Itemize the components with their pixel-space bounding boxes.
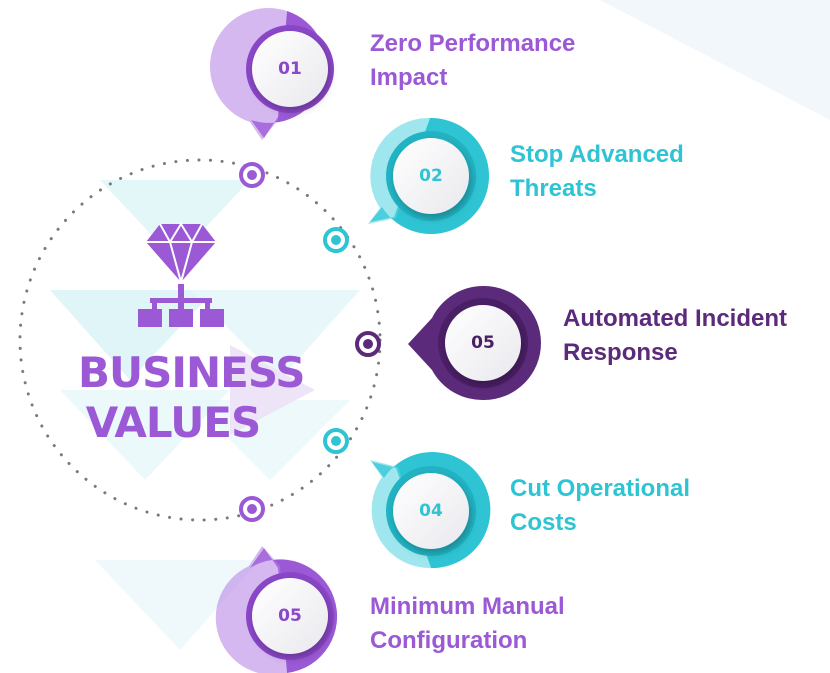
step-badge-05-middle bbox=[408, 285, 541, 401]
step-number: 05 bbox=[278, 606, 302, 626]
step-label-01: Zero Performance Impact bbox=[370, 27, 575, 95]
step-label-line: Impact bbox=[370, 64, 448, 91]
step-badge-05-bottom bbox=[215, 546, 338, 673]
step-badge-04 bbox=[370, 452, 491, 569]
step-badge-02 bbox=[368, 117, 490, 234]
ring-marker bbox=[239, 496, 265, 522]
network-hierarchy-icon bbox=[138, 284, 224, 327]
step-label-05-bottom: Minimum Manual Configuration bbox=[370, 590, 565, 658]
ring-marker bbox=[355, 331, 381, 357]
step-label-line: Configuration bbox=[370, 627, 528, 654]
ring-marker bbox=[323, 227, 349, 253]
ring-marker bbox=[239, 162, 265, 188]
step-label-line: Zero Performance bbox=[370, 30, 576, 57]
step-label-line: Response bbox=[563, 339, 678, 366]
step-number: 02 bbox=[419, 166, 443, 186]
step-number: 04 bbox=[419, 501, 443, 521]
ring-marker bbox=[323, 428, 349, 454]
step-label-line: Threats bbox=[510, 175, 597, 202]
step-label-line: Costs bbox=[510, 509, 577, 536]
diamond-icon bbox=[146, 222, 216, 286]
step-number: 05 bbox=[471, 333, 495, 353]
step-number: 01 bbox=[278, 59, 302, 79]
step-label-line: Automated Incident bbox=[563, 305, 788, 332]
step-label-04: Cut Operational Costs bbox=[510, 472, 690, 540]
title-business: BUSINESS bbox=[78, 348, 305, 397]
step-label-line: Stop Advanced bbox=[510, 141, 684, 168]
title-values: VALUES bbox=[85, 398, 261, 447]
step-label-line: Minimum Manual bbox=[370, 593, 565, 620]
step-badge-01 bbox=[209, 7, 334, 140]
step-label-line: Cut Operational bbox=[510, 475, 691, 502]
step-label-05-middle: Automated Incident Response bbox=[563, 302, 787, 370]
step-label-02: Stop Advanced Threats bbox=[510, 138, 684, 206]
